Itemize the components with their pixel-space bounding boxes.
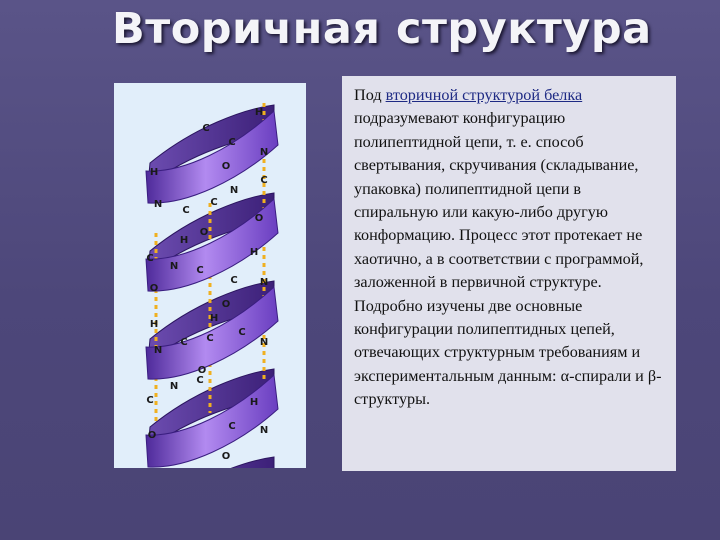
atom-label-carbon: C (238, 327, 245, 338)
atom-label-oxygen: O (198, 365, 207, 376)
atom-label-carbon: C (146, 395, 153, 406)
atom-label-carbon: C (182, 205, 189, 216)
atom-label-nitrogen: N (170, 381, 178, 392)
atom-label-hydrogen: H (255, 107, 263, 118)
atom-label-hydrogen: H (250, 397, 258, 408)
text-body: подразумевают конфигурацию полипептидной… (354, 109, 662, 409)
atom-label-carbon: C (260, 175, 267, 186)
helix-front-band (145, 285, 279, 380)
atom-label-hydrogen: H (250, 247, 258, 258)
helix-front-band (145, 197, 279, 292)
helix-front-band (145, 373, 279, 468)
atom-label-carbon: C (202, 123, 209, 134)
atom-label-oxygen: O (222, 451, 231, 462)
atom-label-oxygen: O (150, 283, 159, 294)
atom-label-nitrogen: N (260, 425, 268, 436)
atom-label-hydrogen: H (150, 319, 158, 330)
atom-label-nitrogen: N (154, 345, 162, 356)
atom-label-hydrogen: H (150, 167, 158, 178)
definition-paragraph: Под вторичной структурой белка подразуме… (354, 84, 664, 412)
atom-label-hydrogen: H (180, 235, 188, 246)
text-card: Под вторичной структурой белка подразуме… (342, 76, 676, 471)
atom-label-oxygen: O (200, 227, 209, 238)
atom-label-hydrogen: H (210, 313, 218, 324)
atom-label-oxygen: O (222, 299, 231, 310)
atom-label-carbon: C (230, 275, 237, 286)
slide-title: Вторичная структура (112, 4, 652, 54)
atom-label-nitrogen: N (154, 199, 162, 210)
atom-label-nitrogen: N (260, 337, 268, 348)
secondary-structure-term[interactable]: вторичной структурой белка (385, 86, 583, 104)
atom-label-carbon: C (228, 137, 235, 148)
atom-label-carbon: C (210, 197, 217, 208)
text-prefix: Под (354, 86, 386, 104)
atom-label-oxygen: O (222, 161, 231, 172)
atom-label-nitrogen: N (170, 261, 178, 272)
atom-label-nitrogen: N (260, 277, 268, 288)
helix-front-band (145, 109, 279, 204)
atom-label-carbon: C (228, 421, 235, 432)
atom-label-carbon: C (196, 375, 203, 386)
atom-label-carbon: C (206, 333, 213, 344)
helix-back-ribbon (147, 104, 275, 468)
atom-label-nitrogen: N (230, 185, 238, 196)
atom-label-nitrogen: N (260, 147, 268, 158)
helix-front-ribbon (145, 109, 279, 468)
atom-label-oxygen: O (148, 430, 157, 441)
atom-label-carbon: C (196, 265, 203, 276)
atom-label-oxygen: O (255, 213, 264, 224)
helix-back-band (230, 456, 275, 468)
atom-label-carbon: C (180, 337, 187, 348)
atom-label-carbon: C (146, 253, 153, 264)
